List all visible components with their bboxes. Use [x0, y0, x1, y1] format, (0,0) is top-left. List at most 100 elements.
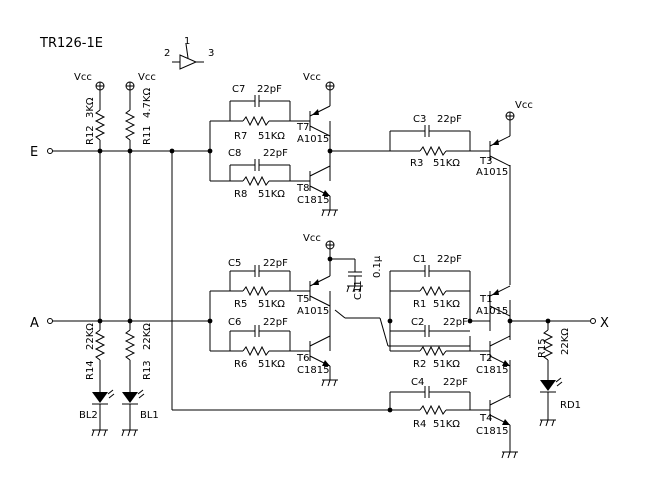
t5-transistor: T5 A1015: [296, 249, 331, 317]
svg-text:Vcc: Vcc: [515, 100, 533, 111]
svg-text:R7: R7: [234, 131, 247, 142]
svg-text:22pF: 22pF: [263, 258, 288, 269]
svg-text:22KΩ: 22KΩ: [142, 323, 153, 350]
svg-text:51KΩ: 51KΩ: [433, 419, 460, 430]
svg-text:C4: C4: [411, 377, 424, 388]
svg-text:T8: T8: [296, 183, 309, 194]
svg-text:4.7KΩ: 4.7KΩ: [142, 88, 153, 118]
vcc-r12: Vcc: [74, 72, 105, 91]
svg-text:T3: T3: [479, 156, 492, 167]
c1-capacitor: C1 22pF: [389, 254, 471, 291]
c11-capacitor: C11 0.1μ: [330, 255, 383, 300]
svg-text:R5: R5: [234, 299, 247, 310]
t2-transistor: T2 C1815: [476, 335, 511, 376]
c4-capacitor: C4 22pF: [390, 377, 470, 398]
svg-text:22pF: 22pF: [443, 377, 468, 388]
t4-transistor: T4 C1815: [476, 394, 518, 459]
c8-capacitor: C8 22pF: [228, 148, 291, 181]
svg-text:C3: C3: [413, 114, 426, 125]
svg-text:R6: R6: [234, 359, 247, 370]
svg-text:22KΩ: 22KΩ: [560, 328, 571, 355]
svg-text:Vcc: Vcc: [303, 72, 321, 83]
port-e: E: [30, 145, 53, 160]
svg-text:R15: R15: [537, 338, 548, 358]
c7-capacitor: C7 22pF: [229, 84, 291, 121]
svg-text:R3: R3: [410, 158, 423, 169]
svg-text:A1015: A1015: [297, 134, 329, 145]
svg-text:C1: C1: [413, 254, 426, 265]
svg-text:0.1μ: 0.1μ: [372, 255, 383, 278]
vcc-t3: Vcc: [505, 100, 533, 121]
svg-text:51KΩ: 51KΩ: [433, 299, 460, 310]
svg-text:R11: R11: [142, 125, 153, 145]
svg-text:T6: T6: [296, 353, 309, 364]
pin-1-label: 1: [184, 36, 190, 47]
t7-transistor: T7 A1015: [296, 90, 331, 151]
port-x: X: [590, 316, 609, 331]
svg-text:C2: C2: [411, 317, 424, 328]
bl2-led: BL2: [79, 389, 115, 430]
svg-text:22pF: 22pF: [263, 317, 288, 328]
r8-resistor: R8 51KΩ: [230, 175, 310, 200]
svg-text:C8: C8: [228, 148, 241, 159]
pin-2-label: 2: [164, 48, 170, 59]
svg-text:C7: C7: [232, 84, 245, 95]
c6-capacitor: C6 22pF: [228, 317, 291, 351]
t6-transistor: T6 C1815: [296, 321, 338, 387]
svg-text:RD1: RD1: [560, 400, 581, 411]
t8-transistor: T8 C1815: [296, 151, 338, 217]
svg-text:C6: C6: [228, 317, 241, 328]
svg-text:T4: T4: [479, 413, 492, 424]
svg-text:C1815: C1815: [297, 365, 329, 376]
c2-capacitor: C2 22pF: [390, 317, 470, 337]
svg-text:22pF: 22pF: [437, 254, 462, 265]
svg-text:22KΩ: 22KΩ: [85, 323, 96, 350]
svg-text:C1815: C1815: [476, 365, 508, 376]
svg-text:T2: T2: [479, 353, 492, 364]
svg-text:R2: R2: [413, 359, 426, 370]
svg-text:C1815: C1815: [297, 195, 329, 206]
svg-text:22pF: 22pF: [443, 317, 468, 328]
r6-resistor: R6 51KΩ: [230, 345, 310, 370]
svg-text:R8: R8: [234, 189, 247, 200]
r3-resistor: R3 51KΩ: [390, 145, 470, 169]
ground-bl2: [91, 429, 108, 437]
svg-text:R14: R14: [85, 360, 96, 380]
bl1-led: BL1: [122, 389, 159, 430]
c3-capacitor: C3 22pF: [390, 114, 470, 137]
r4-resistor: R4 51KΩ: [390, 404, 470, 430]
port-a-label: A: [30, 316, 39, 331]
c5-capacitor: C5 22pF: [228, 258, 291, 291]
r5-resistor: R5 51KΩ: [230, 285, 310, 310]
svg-text:51KΩ: 51KΩ: [258, 359, 285, 370]
svg-text:C1815: C1815: [476, 426, 508, 437]
ground-bl1: [121, 429, 138, 437]
svg-text:A1015: A1015: [297, 306, 329, 317]
t3-transistor: T3 A1015: [476, 120, 511, 178]
r12-resistor: R12 3KΩ: [85, 97, 106, 145]
r1-resistor: R1 51KΩ: [390, 285, 470, 310]
t1-transistor: T1 A1015: [476, 285, 511, 331]
svg-text:22pF: 22pF: [263, 148, 288, 159]
r11-resistor: R11 4.7KΩ: [124, 88, 153, 145]
svg-text:22pF: 22pF: [257, 84, 282, 95]
svg-text:BL2: BL2: [79, 410, 98, 421]
r14-resistor: R14 22KΩ: [85, 323, 106, 392]
pin-3-label: 3: [208, 48, 214, 59]
r15-resistor: R15 22KΩ: [537, 328, 571, 380]
port-a: A: [30, 316, 53, 331]
vcc-r11: Vcc: [125, 72, 156, 91]
svg-text:51KΩ: 51KΩ: [258, 189, 285, 200]
buffer-symbol: 2 1 3: [164, 36, 214, 70]
svg-text:Vcc: Vcc: [138, 72, 156, 83]
svg-text:Vcc: Vcc: [303, 233, 321, 244]
svg-text:Vcc: Vcc: [74, 72, 92, 83]
svg-text:51KΩ: 51KΩ: [258, 131, 285, 142]
diagram-title: TR126-1E: [39, 36, 103, 51]
rd1-led: RD1: [539, 377, 581, 427]
r2-resistor: R2 51KΩ: [390, 345, 470, 370]
svg-text:51KΩ: 51KΩ: [258, 299, 285, 310]
svg-text:T5: T5: [296, 294, 309, 305]
svg-text:C11: C11: [353, 280, 364, 300]
